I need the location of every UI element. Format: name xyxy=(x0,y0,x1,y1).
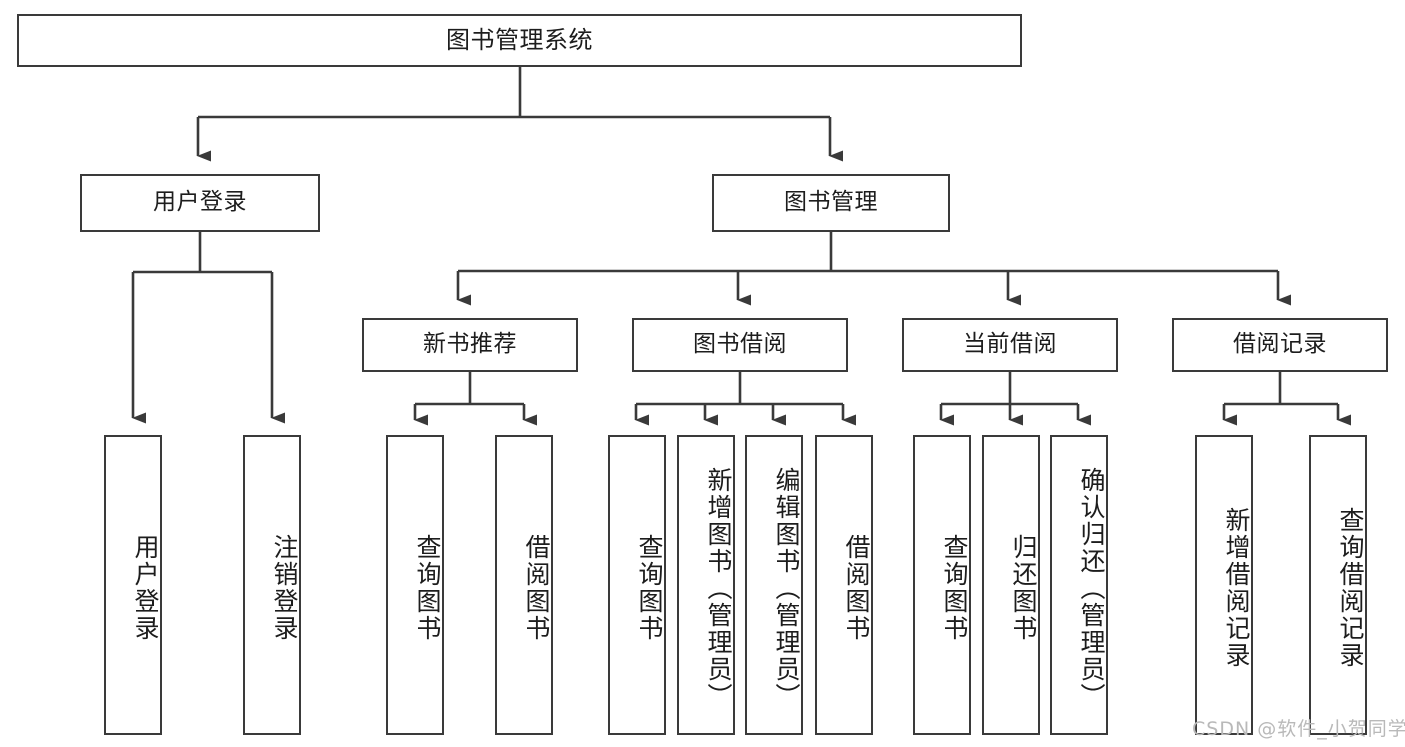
node-label: 查询图书 xyxy=(413,534,442,642)
node-label: 用户登录 xyxy=(131,534,160,642)
csdn-watermark: CSDN @软件_小贺同学 xyxy=(1192,718,1405,740)
node-label: 借阅记录 xyxy=(1233,331,1327,358)
leaf-book-borrow-borrow-book[interactable]: 借阅图书 xyxy=(815,435,873,735)
leaf-book-borrow-edit-book[interactable]: 编辑图书（管理员） xyxy=(745,435,803,735)
leaf-current-borrow-return-book[interactable]: 归还图书 xyxy=(982,435,1040,735)
leaf-new-book-query-book[interactable]: 查询图书 xyxy=(386,435,444,735)
node-label: 当前借阅 xyxy=(963,331,1057,358)
leaf-user-login-logout[interactable]: 注销登录 xyxy=(243,435,301,735)
node-label: 查询借阅记录 xyxy=(1336,507,1365,669)
leaf-book-borrow-query-book[interactable]: 查询图书 xyxy=(608,435,666,735)
node-label: 借阅图书 xyxy=(522,534,551,642)
node-label: 编辑图书（管理员） xyxy=(772,466,801,710)
leaf-new-book-borrow-book[interactable]: 借阅图书 xyxy=(495,435,553,735)
node-borrow-record[interactable]: 借阅记录 xyxy=(1172,318,1388,372)
node-label: 图书管理 xyxy=(784,189,878,216)
leaf-book-borrow-add-book[interactable]: 新增图书（管理员） xyxy=(677,435,735,735)
node-user-login[interactable]: 用户登录 xyxy=(80,174,320,232)
node-book-borrow[interactable]: 图书借阅 xyxy=(632,318,848,372)
node-book-management[interactable]: 图书管理 xyxy=(712,174,950,232)
node-label: 确认归还（管理员） xyxy=(1077,466,1106,710)
node-label: 借阅图书 xyxy=(842,534,871,642)
leaf-user-login-login[interactable]: 用户登录 xyxy=(104,435,162,735)
node-root-system[interactable]: 图书管理系统 xyxy=(17,14,1022,67)
leaf-current-borrow-query-book[interactable]: 查询图书 xyxy=(913,435,971,735)
node-label: 新增图书（管理员） xyxy=(704,466,733,710)
node-label: 注销登录 xyxy=(270,534,299,642)
node-new-book-recommend[interactable]: 新书推荐 xyxy=(362,318,578,372)
leaf-borrow-record-add-record[interactable]: 新增借阅记录 xyxy=(1195,435,1253,735)
leaf-borrow-record-query-record[interactable]: 查询借阅记录 xyxy=(1309,435,1367,735)
node-label: 新增借阅记录 xyxy=(1222,507,1251,669)
node-label: 查询图书 xyxy=(635,534,664,642)
node-label: 用户登录 xyxy=(153,189,247,216)
node-label: 归还图书 xyxy=(1009,534,1038,642)
node-label: 新书推荐 xyxy=(423,331,517,358)
leaf-current-borrow-confirm-return[interactable]: 确认归还（管理员） xyxy=(1050,435,1108,735)
node-current-borrow[interactable]: 当前借阅 xyxy=(902,318,1118,372)
node-label: 查询图书 xyxy=(940,534,969,642)
node-label: 图书借阅 xyxy=(693,331,787,358)
node-label: 图书管理系统 xyxy=(446,26,593,55)
